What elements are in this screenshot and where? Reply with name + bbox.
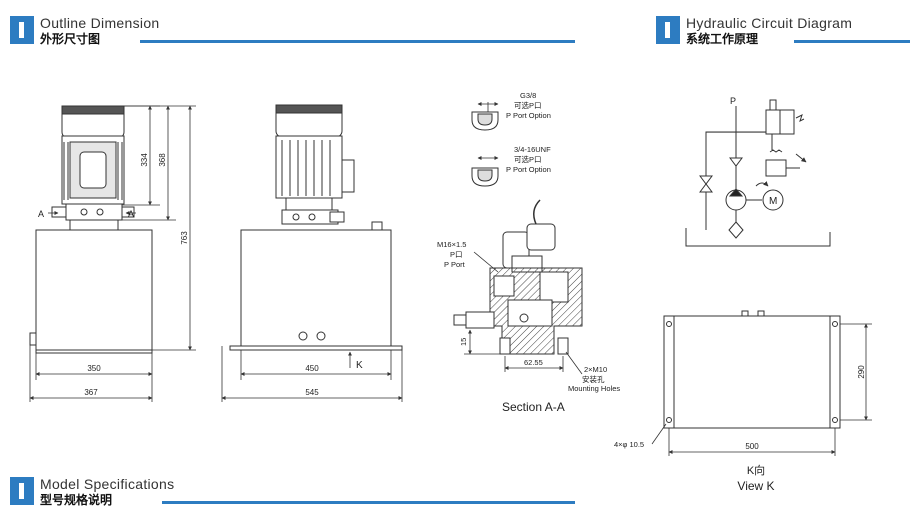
dim-334: 334 (140, 153, 149, 167)
front-view-labels: 334 368 763 350 367 A A (38, 153, 189, 397)
view-k-dimensions (651, 323, 872, 456)
section-title: Section A-A (502, 400, 565, 414)
port1-size: G3/8 (520, 91, 536, 100)
specs-header-bar (162, 501, 575, 504)
hydraulic-circuit (685, 99, 831, 247)
section-a-a (453, 111, 583, 355)
holes-size: 2×M10 (584, 365, 607, 374)
outline-header-bar (140, 40, 575, 43)
outline-header-zh: 外形尺寸图 (40, 32, 101, 46)
holes-en: Mounting Holes (568, 384, 620, 393)
view-k (663, 310, 841, 429)
port1-zh: 可选P口 (514, 100, 542, 110)
holes-zh: 安装孔 (582, 374, 605, 384)
dim-545: 545 (305, 388, 319, 397)
section-marker-icon (10, 16, 34, 44)
dim-763: 763 (180, 231, 189, 245)
dim-15: 15 (459, 338, 468, 346)
side-view-labels: 450 545 K (305, 360, 363, 397)
front-view-dimensions (29, 105, 196, 402)
specs-header-en: Model Specifications (40, 476, 175, 492)
dim-290: 290 (857, 365, 866, 379)
circuit-header-zh: 系统工作原理 (686, 32, 759, 46)
side-view-dimensions (221, 346, 403, 402)
mounting-hole-label: 4×φ 10.5 (614, 440, 644, 449)
port2-zh: 可选P口 (514, 154, 542, 164)
section-a-a-labels: G3/8 可选P口 P Port Option 3/4-16UNF 可选P口 P… (437, 91, 620, 414)
section-marker-icon (656, 16, 680, 44)
port2-size: 3/4-16UNF (514, 145, 551, 154)
port2-en: P Port Option (506, 165, 551, 174)
view-k-labels: 290 500 4×φ 10.5 K向 View K (614, 365, 866, 493)
section-a-a-dimensions (464, 102, 583, 375)
circuit-p-label: P (730, 96, 736, 106)
circuit-header-en: Hydraulic Circuit Diagram (686, 15, 853, 31)
section-a-right: A (128, 209, 134, 219)
p-port-en: P Port (444, 260, 466, 269)
view-k-arrow-label: K (356, 360, 363, 371)
dim-367: 367 (84, 388, 98, 397)
dim-500: 500 (745, 442, 759, 451)
specs-header-zh: 型号规格说明 (40, 493, 113, 507)
front-view (29, 105, 153, 354)
dim-62-55: 62.55 (524, 358, 543, 367)
section-marker-icon (10, 477, 34, 505)
motor-label: M (769, 196, 777, 207)
section-a-left: A (38, 209, 44, 219)
circuit-header-bar (794, 40, 910, 43)
dim-368: 368 (158, 153, 167, 167)
view-k-title-en: View K (737, 479, 774, 493)
p-port-size: M16×1.5 (437, 240, 466, 249)
dim-350: 350 (87, 364, 101, 373)
dim-450: 450 (305, 364, 319, 373)
view-k-title-zh: K向 (747, 463, 765, 477)
p-port-zh: P口 (450, 250, 463, 259)
hydraulic-circuit-labels: P M (730, 96, 777, 207)
outline-header-en: Outline Dimension (40, 15, 160, 31)
port1-en: P Port Option (506, 111, 551, 120)
side-view (229, 104, 403, 351)
